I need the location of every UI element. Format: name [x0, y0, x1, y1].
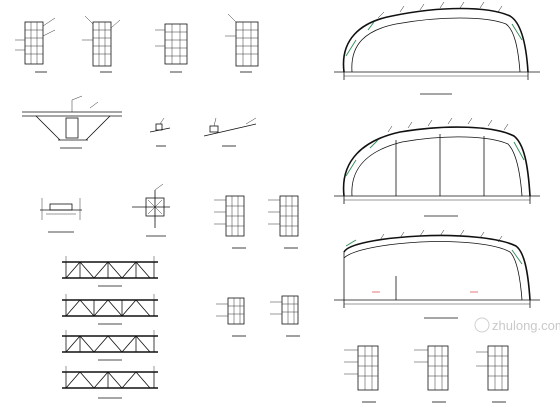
- beam-section-detail-1: [214, 195, 246, 249]
- purlin-clip-detail-2: [203, 117, 257, 147]
- column-section-detail-7: [476, 345, 509, 403]
- column-section-detail-1: [15, 17, 56, 73]
- watermark: zhulong.com: [474, 317, 560, 333]
- truss-elevation-1: [62, 256, 158, 287]
- beam-section-detail-2: [268, 195, 299, 249]
- column-section-detail-2: [82, 15, 121, 73]
- arch-elevation-2: [334, 117, 540, 217]
- arch-elevation-1: [334, 1, 540, 95]
- column-section-detail-3: [155, 23, 188, 73]
- column-section-detail-4: [225, 13, 259, 73]
- arch-elevation-3: [334, 229, 540, 319]
- column-section-detail-5: [344, 345, 379, 403]
- column-section-detail-6: [414, 345, 449, 403]
- truss-elevation-4: [62, 366, 158, 399]
- truss-elevation-3: [62, 330, 158, 361]
- watermark-text: zhulong.com: [492, 318, 560, 333]
- truss-node-detail: [22, 95, 122, 149]
- beam-section-detail-4: [270, 295, 300, 337]
- column-joint-detail: [132, 183, 170, 237]
- beam-section-detail-3: [216, 297, 246, 337]
- base-plate-detail: [40, 198, 82, 233]
- purlin-clip-detail-1: [149, 117, 171, 147]
- truss-elevation-2: [62, 294, 158, 325]
